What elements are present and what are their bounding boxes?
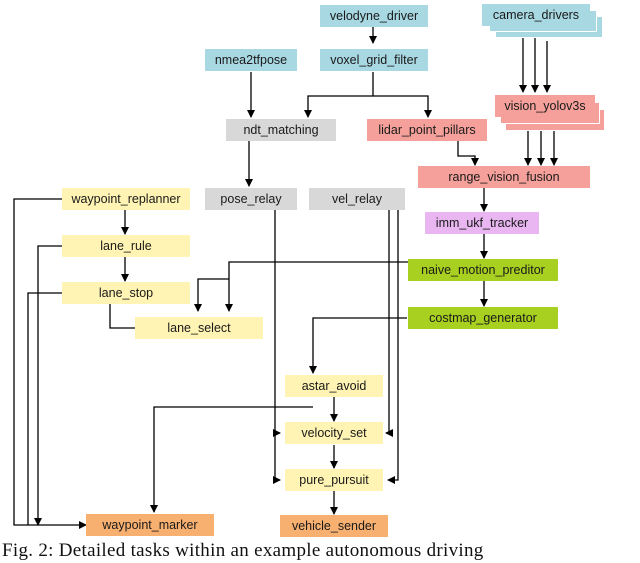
node-voxel-grid-filter: voxel_grid_filter	[320, 49, 428, 71]
node-lane-select: lane_select	[135, 317, 263, 339]
node-lane-stop: lane_stop	[62, 282, 190, 304]
edge-velrelay-purepursuit	[387, 210, 399, 484]
node-waypoint-marker: waypoint_marker	[86, 514, 214, 536]
edge-imm-laneselect-2	[194, 278, 229, 312]
node-pose-relay: pose_relay	[205, 188, 297, 210]
node-velocity-set: velocity_set	[285, 422, 383, 444]
edge-lanestop-marker	[27, 292, 62, 525]
node-vel-relay: vel_relay	[309, 188, 405, 210]
figure-caption: Fig. 2: Detailed tasks within an example…	[2, 540, 484, 561]
edge-pose-purepursuit	[273, 210, 281, 484]
node-velodyne-driver: velodyne_driver	[320, 5, 428, 27]
node-waypoint-replanner: waypoint_replanner	[62, 188, 190, 210]
edge-velrelay-velocityset	[385, 210, 393, 437]
edge-lanerule-marker	[34, 245, 62, 526]
node-lane-rule: lane_rule	[62, 235, 190, 257]
node-camera-drivers: camera_drivers	[482, 4, 590, 26]
edge-imm-laneselect	[225, 261, 420, 312]
edge-astar-marker	[150, 406, 313, 513]
node-naive-motion-preditor: naive_motion_preditor	[408, 259, 558, 281]
node-vehicle-sender: vehicle_sender	[280, 515, 388, 537]
node-range-vision-fusion: range_vision_fusion	[418, 166, 590, 188]
node-imm-ukf-tracker: imm_ukf_tracker	[425, 212, 539, 234]
node-astar-avoid: astar_avoid	[285, 375, 383, 397]
node-pure-pursuit: pure_pursuit	[285, 469, 383, 491]
edge-costmap-astar	[309, 317, 407, 374]
node-vision-yolov3s: vision_yolov3s	[495, 95, 595, 117]
edge-replanner-marker	[13, 198, 87, 529]
node-lidar-point-pillars: lidar_point_pillars	[367, 119, 487, 141]
node-ndt-matching: ndt_matching	[226, 119, 336, 141]
edge-lidar-fusion	[457, 141, 479, 166]
edge-voxel-lidar	[373, 95, 432, 118]
edge-voxel-ndt	[304, 72, 374, 118]
node-nmea2tfpose: nmea2tfpose	[205, 49, 297, 71]
node-costmap-generator: costmap_generator	[408, 307, 558, 329]
